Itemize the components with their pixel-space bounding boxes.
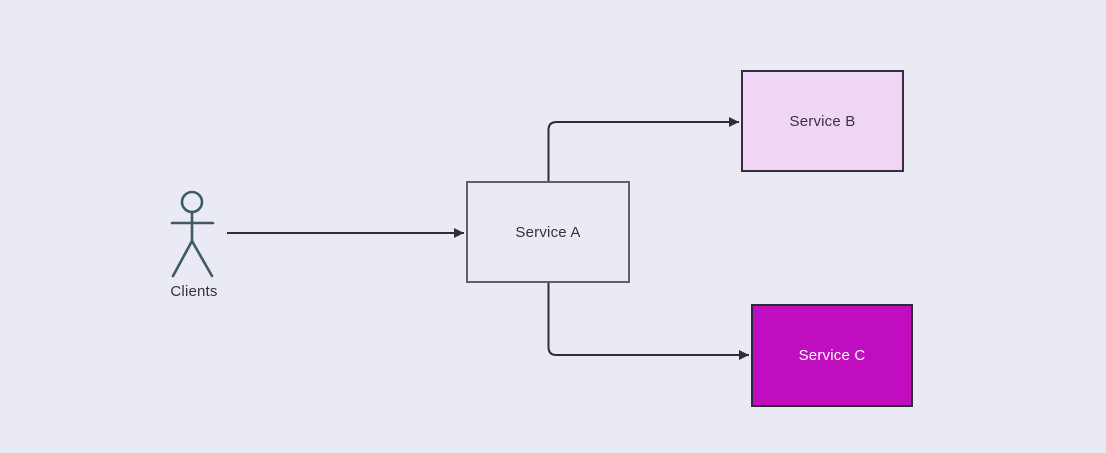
clients-actor-label: Clients (170, 283, 218, 300)
clients-actor-icon[interactable] (170, 190, 215, 278)
edge-service-a-to-service-c[interactable] (547, 283, 750, 360)
edge-service-a-to-service-b[interactable] (547, 117, 740, 181)
actor-right-leg (190, 239, 214, 278)
node-service-b[interactable]: Service B (741, 70, 904, 172)
actor-head (180, 190, 204, 214)
node-service-a-label: Service A (515, 223, 581, 241)
actor-left-leg (171, 239, 194, 278)
node-service-a[interactable]: Service A (466, 181, 630, 283)
node-service-b-label: Service B (789, 112, 856, 130)
node-service-c-label: Service C (798, 347, 866, 364)
node-service-c[interactable]: Service C (751, 304, 913, 407)
